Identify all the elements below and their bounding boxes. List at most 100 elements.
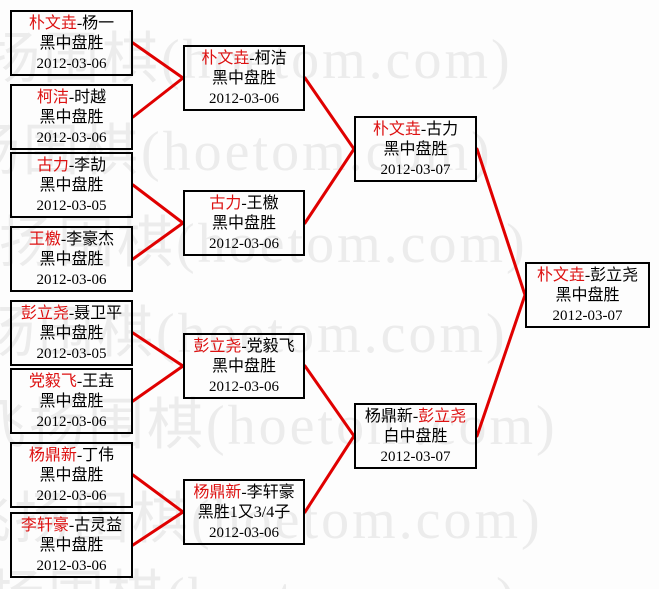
player-loser: 柯洁 bbox=[254, 50, 287, 67]
match-players: 杨鼎新-丁伟 bbox=[12, 446, 131, 466]
player-loser: 彭立尧 bbox=[590, 267, 639, 284]
player-loser: 李豪杰 bbox=[66, 231, 115, 248]
match-date: 2012-03-07 bbox=[380, 449, 451, 465]
match-result: 黑中盘胜 bbox=[39, 251, 104, 268]
connector-line bbox=[131, 473, 185, 514]
match-result: 黑中盘胜 bbox=[211, 70, 276, 87]
match-date: 2012-03-06 bbox=[36, 130, 107, 146]
match-players: 李轩豪-古灵益 bbox=[12, 516, 131, 536]
connector-line bbox=[303, 147, 356, 225]
name-separator: - bbox=[68, 517, 75, 534]
connector-line bbox=[131, 364, 185, 403]
match-date: 2012-03-06 bbox=[36, 414, 107, 430]
player-loser: 李劼 bbox=[74, 157, 107, 174]
name-separator: - bbox=[76, 15, 83, 32]
player-loser: 王檄 bbox=[246, 195, 279, 212]
match-players: 党毅飞-王垚 bbox=[12, 372, 131, 392]
match-players: 古力-王檄 bbox=[185, 194, 303, 214]
match-date: 2012-03-07 bbox=[552, 308, 623, 324]
match-date: 2012-03-06 bbox=[209, 379, 279, 395]
match-players: 彭立尧-聂卫平 bbox=[12, 304, 131, 324]
player-loser: 党毅飞 bbox=[246, 338, 295, 355]
connector-line bbox=[131, 221, 185, 261]
match-players: 朴文垚-杨一 bbox=[12, 14, 131, 34]
player-winner: 王檄 bbox=[28, 231, 61, 248]
player-winner: 彭立尧 bbox=[20, 305, 69, 322]
match-date: 2012-03-07 bbox=[380, 162, 451, 178]
name-separator: - bbox=[241, 338, 247, 355]
match-date: 2012-03-06 bbox=[209, 91, 279, 107]
connector-line bbox=[131, 76, 185, 119]
player-winner: 彭立尧 bbox=[193, 338, 242, 355]
player-loser: 杨一 bbox=[82, 15, 115, 32]
name-separator: - bbox=[412, 408, 419, 425]
player-loser: 李轩豪 bbox=[246, 484, 295, 501]
name-separator: - bbox=[60, 231, 67, 248]
player-loser: 王垚 bbox=[82, 373, 115, 390]
match-players: 王檄-李豪杰 bbox=[12, 230, 131, 250]
player-winner: 朴文垚 bbox=[372, 121, 421, 138]
player-winner: 古力 bbox=[209, 195, 242, 212]
name-separator: - bbox=[241, 195, 247, 212]
player-loser: 杨鼎新 bbox=[364, 408, 413, 425]
match-date: 2012-03-06 bbox=[209, 525, 279, 541]
player-loser: 丁伟 bbox=[82, 447, 115, 464]
match-box-r1-m7: 杨鼎新-丁伟 黑中盘胜 2012-03-06 bbox=[10, 442, 133, 508]
name-separator: - bbox=[68, 305, 75, 322]
match-result: 黑中盘胜 bbox=[39, 393, 104, 410]
match-box-r2-m2: 古力-王檄 黑中盘胜 2012-03-06 bbox=[183, 190, 305, 256]
match-players: 朴文垚-彭立尧 bbox=[527, 266, 648, 286]
connector-line bbox=[303, 76, 356, 151]
match-result: 黑中盘胜 bbox=[39, 537, 104, 554]
match-result: 黑中盘胜 bbox=[39, 109, 104, 126]
player-winner: 朴文垚 bbox=[201, 50, 250, 67]
match-result: 黑中盘胜 bbox=[39, 35, 104, 52]
player-loser: 聂卫平 bbox=[74, 305, 123, 322]
match-result: 黑中盘胜 bbox=[39, 325, 104, 342]
match-date: 2012-03-05 bbox=[36, 198, 107, 214]
connector-line bbox=[131, 183, 185, 225]
match-result: 黑胜1又3/4子 bbox=[197, 504, 291, 521]
player-winner: 杨鼎新 bbox=[193, 484, 242, 501]
connector-line bbox=[131, 510, 185, 547]
match-result: 黑中盘胜 bbox=[39, 467, 104, 484]
connector-line bbox=[475, 293, 527, 438]
match-result: 白中盘胜 bbox=[383, 428, 448, 445]
name-separator: - bbox=[76, 447, 83, 464]
player-winner: 朴文垚 bbox=[28, 15, 77, 32]
match-box-r1-m1: 朴文垚-杨一 黑中盘胜 2012-03-06 bbox=[10, 10, 133, 76]
match-result: 黑中盘胜 bbox=[555, 287, 620, 304]
match-date: 2012-03-06 bbox=[36, 56, 107, 72]
connector-line bbox=[131, 41, 185, 80]
match-players: 朴文垚-古力 bbox=[356, 120, 475, 140]
match-box-sf-m2: 杨鼎新-彭立尧 白中盘胜 2012-03-07 bbox=[354, 403, 477, 469]
match-result: 黑中盘胜 bbox=[383, 141, 448, 158]
match-box-r2-m4: 杨鼎新-李轩豪 黑胜1又3/4子 2012-03-06 bbox=[183, 479, 305, 545]
match-date: 2012-03-06 bbox=[36, 488, 107, 504]
connector-line bbox=[303, 364, 356, 438]
match-players: 古力-李劼 bbox=[12, 156, 131, 176]
match-result: 黑中盘胜 bbox=[211, 215, 276, 232]
match-date: 2012-03-05 bbox=[36, 346, 107, 362]
match-date: 2012-03-06 bbox=[36, 272, 107, 288]
player-winner: 彭立尧 bbox=[418, 408, 467, 425]
match-players: 彭立尧-党毅飞 bbox=[185, 337, 303, 357]
match-box-r1-m2: 柯洁-时越 黑中盘胜 2012-03-06 bbox=[10, 84, 133, 150]
connector-line bbox=[303, 434, 356, 514]
player-winner: 党毅飞 bbox=[28, 373, 77, 390]
player-loser: 时越 bbox=[74, 89, 107, 106]
connector-line bbox=[131, 331, 185, 368]
match-date: 2012-03-06 bbox=[209, 236, 279, 252]
match-box-r1-m3: 古力-李劼 黑中盘胜 2012-03-05 bbox=[10, 152, 133, 218]
match-box-r1-m5: 彭立尧-聂卫平 黑中盘胜 2012-03-05 bbox=[10, 300, 133, 366]
match-box-r2-m1: 朴文垚-柯洁 黑中盘胜 2012-03-06 bbox=[183, 45, 305, 111]
name-separator: - bbox=[76, 373, 83, 390]
player-winner: 杨鼎新 bbox=[28, 447, 77, 464]
match-result: 黑中盘胜 bbox=[211, 358, 276, 375]
name-separator: - bbox=[420, 121, 427, 138]
name-separator: - bbox=[249, 50, 255, 67]
match-players: 杨鼎新-李轩豪 bbox=[185, 483, 303, 503]
match-players: 柯洁-时越 bbox=[12, 88, 131, 108]
